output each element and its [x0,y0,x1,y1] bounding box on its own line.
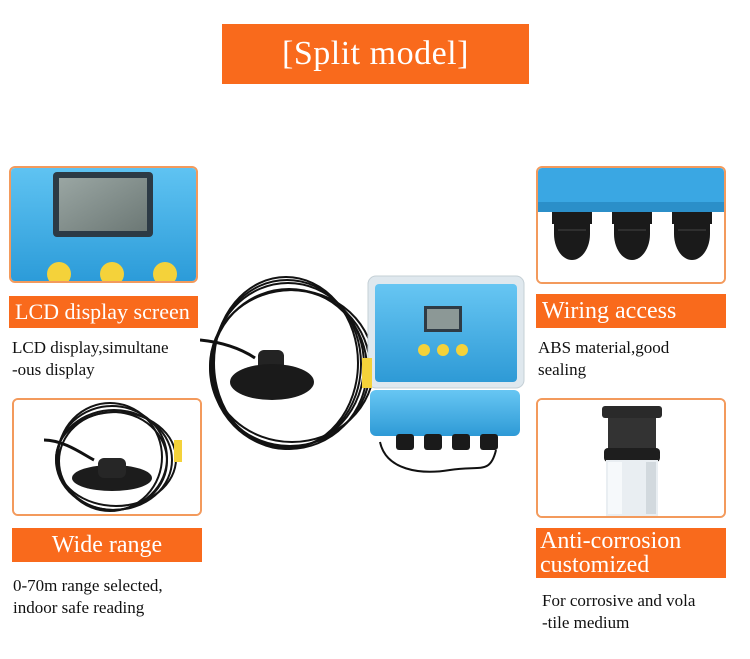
meter-device-photo [200,270,530,500]
corrosion-label: Anti-corrosion customized [536,528,726,578]
corrosion-label-line-1: Anti-corrosion [540,528,682,554]
lcd-label-text: LCD display screen [15,299,190,324]
corrosion-caption-line-2: -tile medium [542,613,630,632]
lcd-caption: LCD display,simultane -ous display [12,337,169,381]
title-banner: [Split model] [222,24,529,84]
cable-gland-photo [536,166,726,284]
range-caption-line-1: 0-70m range selected, [13,576,163,595]
lcd-label: LCD display screen [9,296,198,328]
wiring-caption-line-2: sealing [538,360,587,379]
lcd-caption-line-1: LCD display,simultane [12,338,169,357]
range-caption: 0-70m range selected, indoor safe readin… [13,575,163,619]
sensor-probe-photo [12,398,202,516]
lcd-caption-line-2: -ous display [12,360,95,379]
range-label-text: Wide range [51,531,163,558]
wiring-label: Wiring access [536,294,726,328]
corrosion-caption-line-1: For corrosive and vola [542,591,696,610]
corrosion-caption: For corrosive and vola -tile medium [542,590,695,634]
wiring-caption: ABS material,good sealing [538,337,669,381]
corrosion-label-line-2: customized [540,552,650,578]
range-caption-line-2: indoor safe reading [13,598,145,617]
ptfe-probe-photo [536,398,726,518]
range-label: Wide range [12,528,202,562]
wiring-caption-line-1: ABS material,good [538,338,670,357]
page-title: [Split model] [282,35,469,72]
lcd-screen-photo [9,166,198,283]
wiring-label-text: Wiring access [542,297,677,324]
